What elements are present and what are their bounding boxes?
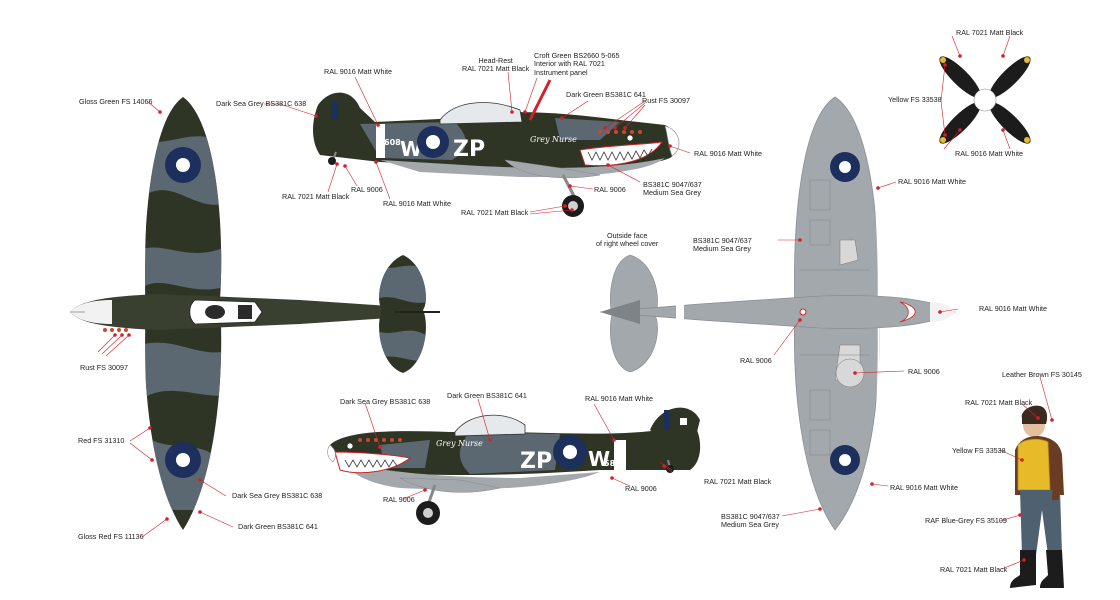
label-ral7021-prop: RAL 7021 Matt Black [956,28,1024,37]
label-ral9006-under-wheelbay: RAL 9006 [908,367,940,376]
label-ral9016-top: RAL 9016 Matt White [324,67,393,76]
label-ral9016-nose: RAL 9016 Matt White [694,149,763,158]
label-ral9016-tailwheel: RAL 9016 Matt White [383,199,452,208]
right-side-letter: W [588,447,610,471]
label-dsg-right-side: Dark Sea Grey BS381C 638 [340,397,431,406]
label-ral7021-wheel: RAL 7021 Matt Black [461,208,529,217]
label-dsg-top: Dark Sea Grey BS381C 638 [216,99,307,108]
label-raf-blue-grey: RAF Blue-Grey FS 35109 [925,516,1007,525]
label-ral9006-right-side: RAL 9006 [383,495,415,504]
top-plan-view [70,97,440,530]
left-side-profile: 608 W ZP Grey Nurse [313,79,680,217]
label-ral7021-boots: RAL 7021 Matt Black [940,565,1008,574]
label-red-fs: Red FS 31310 [78,436,125,445]
label-ral9006-wheel: RAL 9006 [594,185,626,194]
right-side-serial: 58 [604,459,616,468]
label-ral9016-under-top: RAL 9016 Matt White [898,177,967,186]
callout-dots [113,54,1054,562]
right-side-profile: ZP W 58 Grey Nurse [327,407,701,525]
label-msg-under-bottom: BS381C 9047/637 Medium Sea Grey [721,512,780,530]
label-croft-green: Croft Green BS2660 5-065 Interior with R… [534,51,620,77]
label-ral7021-tail: RAL 7021 Matt Black [282,192,350,201]
right-side-shark-mouth [334,451,412,474]
callout-lines [97,35,1053,570]
label-rust-top: Rust FS 30097 [642,96,690,105]
label-ral9016-under-bottom: RAL 9016 Matt White [890,483,959,492]
label-ral7021-pilot: RAL 7021 Matt Black [965,398,1033,407]
left-side-serial: 608 [384,138,401,147]
label-dg-right-side: Dark Green BS381C 641 [447,391,527,400]
left-side-nose-art: Grey Nurse [530,135,577,144]
right-side-nose-art: Grey Nurse [436,439,483,448]
left-side-canopy [439,102,523,125]
label-gloss-red: Gloss Red FS 11136 [78,532,144,541]
pilot-figure [1010,405,1064,588]
label-yellow-prop: Yellow FS 33538 [888,95,942,104]
label-msg-top: BS381C 9047/637 Medium Sea Grey [643,180,702,198]
label-yellow-pilot: Yellow FS 33538 [952,446,1006,455]
label-headrest: Head-Rest RAL 7021 Matt Black [462,56,530,74]
label-dg-bottom-left: Dark Green BS381C 641 [238,522,318,531]
label-dg-top: Dark Green BS381C 641 [566,90,646,99]
label-ral9006-tail: RAL 9006 [351,185,383,194]
label-gloss-green: Gloss Green FS 14066 [79,97,153,106]
label-dsg-bottom-left: Dark Sea Grey BS381C 638 [232,491,323,500]
label-ral9006-under-tail: RAL 9006 [740,356,772,365]
label-msg-under: BS381C 9047/637 Medium Sea Grey [693,236,752,254]
right-side-canopy [454,414,526,437]
propeller-view [939,56,1031,144]
label-ral9006-right-tail: RAL 9006 [625,484,657,493]
left-side-code: ZP [453,137,485,162]
underside-view [599,96,956,531]
label-ral9016-right-side: RAL 9016 Matt White [585,394,654,403]
right-side-code: ZP [520,449,552,474]
left-side-letter: W [400,137,422,161]
label-ral7021-right-side: RAL 7021 Matt Black [704,477,772,486]
label-outside-face: Outside face of right wheel cover [596,231,659,249]
label-leather-brown: Leather Brown FS 30145 [1002,370,1082,379]
label-ral9016-under-nose: RAL 9016 Matt White [979,304,1048,313]
label-ral9016-prop: RAL 9016 Matt White [955,149,1024,158]
label-rust-left: Rust FS 30097 [80,363,128,372]
propeller-spinner [973,88,997,112]
